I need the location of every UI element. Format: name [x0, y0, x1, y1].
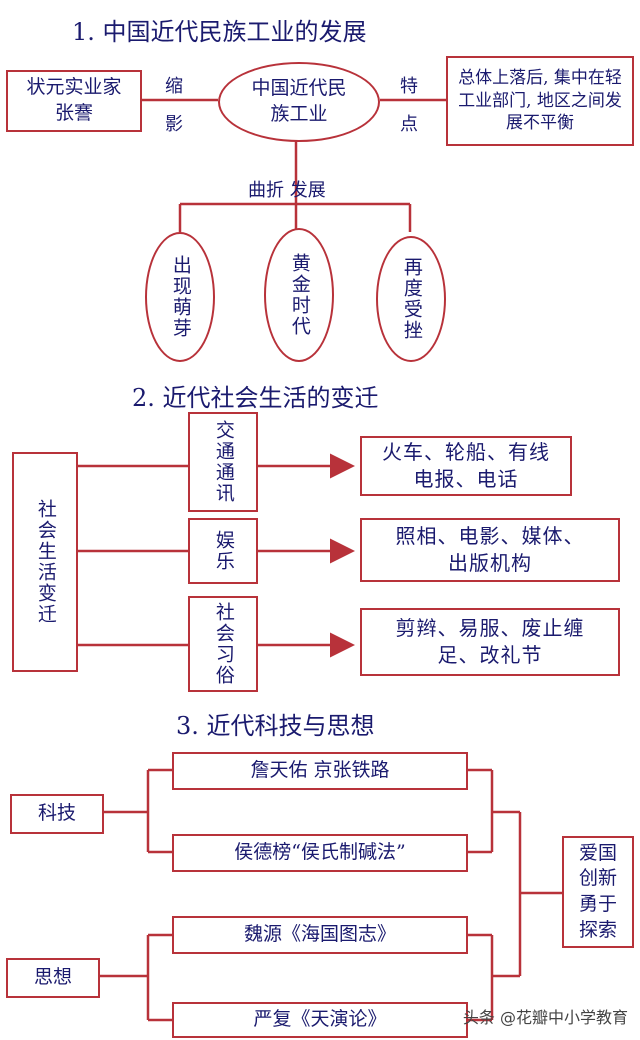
- stage-ellipse: 黄金时代: [264, 228, 334, 362]
- category-box: 交通通讯: [188, 412, 258, 512]
- section3-title: 3. 近代科技与思想: [176, 712, 375, 740]
- tech-item-box: 侯德榜“侯氏制碱法”: [172, 834, 468, 872]
- tech-box: 科技: [10, 794, 104, 834]
- label-ying: 影: [165, 114, 183, 135]
- social-root-label: 社会生活变迁: [34, 499, 57, 625]
- category-box: 娱乐: [188, 518, 258, 584]
- tech-item-box: 詹天佑 京张铁路: [172, 752, 468, 790]
- thought-box: 思想: [6, 958, 100, 998]
- branch-label: 曲折 发展: [248, 180, 326, 201]
- characteristics-box: 总体上落后, 集中在轻工业部门, 地区之间发展不平衡: [446, 56, 634, 146]
- stage-label: 出现萌芽: [169, 255, 192, 339]
- category-box: 社会习俗: [188, 596, 258, 692]
- section1-title: 1. 中国近代民族工业的发展: [72, 18, 367, 46]
- stage-ellipse: 出现萌芽: [145, 232, 215, 362]
- stage-ellipse: 再度受挫: [376, 236, 446, 362]
- category-label: 社会习俗: [212, 602, 235, 686]
- result-box: 照相、电影、媒体、出版机构: [360, 518, 620, 582]
- label-te: 特: [400, 76, 418, 97]
- social-root-box: 社会生活变迁: [12, 452, 78, 672]
- center-ellipse: 中国近代民族工业: [218, 62, 380, 142]
- stage-label: 黄金时代: [288, 253, 311, 337]
- result-box: 火车、轮船、有线电报、电话: [360, 436, 572, 496]
- stage-label: 再度受挫: [400, 257, 423, 341]
- thought-item-box: 魏源《海国图志》: [172, 916, 468, 954]
- section2-title: 2. 近代社会生活的变迁: [132, 384, 379, 412]
- label-dian: 点: [400, 114, 418, 135]
- result-box: 剪辫、易服、废止缠足、改礼节: [360, 608, 620, 676]
- label-suo: 缩: [165, 76, 183, 97]
- category-label: 交通通讯: [212, 420, 235, 504]
- watermark: 头条 @花瓣中小学教育: [462, 1008, 628, 1027]
- spirit-box: 爱国创新勇于探索: [562, 836, 634, 948]
- category-label: 娱乐: [212, 530, 235, 572]
- zhang-jian-box: 状元实业家张謇: [6, 70, 142, 132]
- thought-item-box: 严复《天演论》: [172, 1002, 468, 1038]
